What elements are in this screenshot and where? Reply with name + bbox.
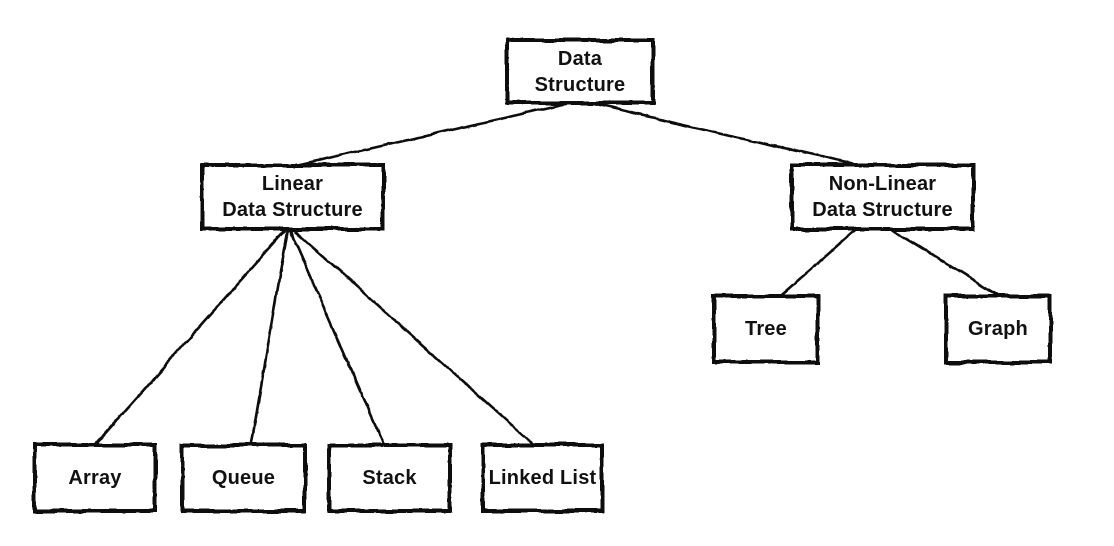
edge-non-linear-graph: [887, 226, 1003, 299]
edge-data-structure-linear: [292, 100, 576, 168]
node-box-stack: [327, 443, 452, 513]
node-box-array: [33, 443, 157, 513]
edge-linear-stack: [287, 226, 386, 448]
node-box-linear-data-structure: [200, 163, 385, 231]
node-box-tree: [712, 294, 820, 364]
node-box-data-structure: [505, 38, 655, 105]
node-box-linked-list: [481, 443, 604, 513]
node-box-queue: [180, 443, 307, 513]
edge-non-linear-tree: [777, 226, 860, 299]
node-box-non-linear-data-structure: [790, 163, 975, 231]
edge-linear-array: [92, 226, 289, 448]
edge-linear-linked-list: [289, 226, 535, 446]
node-box-graph: [944, 294, 1052, 364]
edge-linear-queue: [249, 226, 290, 448]
edge-data-structure-non-linear: [585, 100, 863, 168]
